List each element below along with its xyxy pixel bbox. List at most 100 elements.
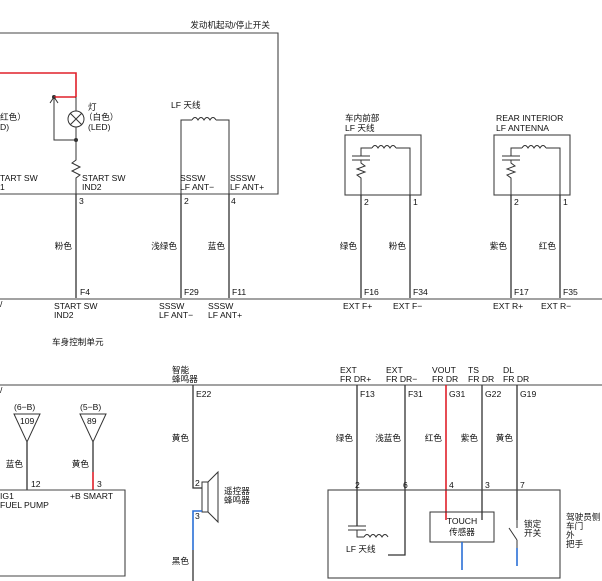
junction-triangle-icon	[79, 413, 107, 444]
lamp-led	[67, 97, 85, 140]
connector-id: F13	[360, 389, 375, 399]
pin-number: 2	[355, 480, 360, 490]
bcu-pin-name: LF ANT−	[159, 310, 193, 320]
bcu-pin-name: EXT F−	[393, 301, 422, 311]
lf-ant-minus-label2: LF ANT−	[180, 182, 214, 192]
top-wires: 粉色 浅绿色 蓝色 绿色 粉色 紫色 红色 F4 F29 F11 F16 F34…	[55, 194, 578, 298]
front-interior-lf-antenna: 车内前部 LF 天线 2 1	[344, 112, 422, 207]
bcu-pin-name: VOUT	[432, 365, 457, 375]
junction-group: (6−B)	[14, 402, 35, 412]
connector-id: G31	[449, 389, 465, 399]
bcu-pin-name: EXT	[386, 365, 403, 375]
engine-start-stop-switch-module: 发动机起动/停止开关 红色） D) TART SW 1 灯 （白色） (LED)…	[0, 19, 279, 206]
module-box	[0, 32, 279, 195]
rear-interior-title2: LF ANTENNA	[496, 123, 549, 133]
junction-group: (5−B)	[80, 402, 101, 412]
ground-wire-color: 黑色	[172, 555, 190, 566]
wire-color: 黄色	[72, 458, 90, 469]
bcu-pin-name: IND2	[54, 310, 74, 320]
wire-color: 黄色	[172, 432, 190, 443]
pin-number: 6	[403, 480, 408, 490]
rear-interior-pin-right: 1	[563, 197, 568, 207]
resistor	[505, 160, 517, 195]
left-partial-line1: 红色）	[0, 111, 26, 122]
bcu-pin-name: SSSW	[208, 301, 234, 311]
side-label: 驾驶员侧	[566, 511, 600, 522]
remote-buzzer: E22 黄色 2 遥控器 蜂鸣器 3 黑色	[172, 385, 250, 581]
lower-left-module-box	[0, 489, 126, 577]
buzzer-conn-name2: 蜂鸣器	[172, 373, 198, 384]
bcu-pin-name: EXT R−	[541, 301, 571, 311]
touch-sensor-label1: TOUCH	[447, 516, 477, 526]
speaker-icon	[207, 470, 219, 524]
touch-sensor-label2: 传感器	[449, 526, 475, 537]
wire-color: 黄色	[496, 432, 514, 443]
pin-name: IG1	[0, 491, 14, 501]
bcu-pin-name: FR DR	[468, 374, 494, 384]
bcu-pin-name: TS	[468, 365, 479, 375]
coil-icon	[371, 145, 397, 149]
wire-color: 浅蓝色	[375, 432, 401, 443]
coil-icon	[521, 145, 547, 149]
wire-color: 浅绿色	[151, 240, 177, 251]
lamp-title: 灯	[88, 102, 97, 112]
connector-id: F31	[408, 389, 423, 399]
lamp-return-wire	[53, 97, 76, 141]
pin-number: 3	[485, 480, 490, 490]
pin-number: 4	[449, 480, 454, 490]
resistor	[70, 140, 82, 194]
driver-door-handle: F13 F31 G31 G22 G19 绿色 浅蓝色 红色 紫色 黄色 2 6 …	[327, 385, 600, 579]
start-sw-pin: 3	[79, 196, 84, 206]
red-supply-wire	[0, 72, 77, 97]
wire-color: 绿色	[340, 240, 358, 251]
buzzer-label2: 蜂鸣器	[224, 494, 250, 505]
connector-id: F4	[80, 287, 90, 297]
front-interior-title1: 车内前部	[345, 112, 380, 123]
lf-ant-minus-pin: 2	[184, 196, 189, 206]
left-partial-sw1: TART SW	[0, 173, 39, 183]
buzzer-pin-top: 2	[195, 478, 200, 488]
wire-color: 红色	[539, 240, 557, 251]
capacitor	[502, 155, 520, 161]
wire-color: 蓝色	[208, 240, 226, 251]
buzzer-label1: 遥控器	[224, 485, 250, 496]
wire-color: 紫色	[461, 432, 479, 443]
lf-antenna-label: LF 天线	[346, 543, 376, 554]
lamp-color: （白色）	[84, 111, 118, 122]
bcu-pin-name: FR DR−	[386, 374, 417, 384]
connector-id: F17	[514, 287, 529, 297]
left-partial-line2: D)	[0, 122, 9, 132]
pin-name: FUEL PUMP	[0, 500, 49, 510]
connector-id: F16	[364, 287, 379, 297]
wire-color: 红色	[425, 432, 443, 443]
lf-ant-minus-label1: SSSW	[180, 173, 206, 183]
wire-color: 粉色	[55, 240, 73, 251]
wire-color: 紫色	[490, 240, 508, 251]
lf-ant-plus-label1: SSSW	[230, 173, 256, 183]
wire-color: 绿色	[336, 432, 354, 443]
wire-color: 粉色	[389, 240, 407, 251]
lf-ant-plus-label2: LF ANT+	[230, 182, 264, 192]
buzzer-connector-id: E22	[196, 389, 212, 399]
side-label: 外	[566, 529, 575, 540]
lf-antenna-title: LF 天线	[171, 99, 201, 110]
start-sw-label1: START SW	[82, 173, 126, 183]
junction-connectors: (6−B) 109 (5−B) 89 蓝色 黄色 12 3 IG1 FUEL P…	[0, 402, 126, 577]
rear-interior-title1: REAR INTERIOR	[496, 113, 563, 123]
front-interior-pin-left: 2	[364, 197, 369, 207]
diode-arrow	[49, 96, 59, 104]
start-sw-label2: IND2	[82, 182, 102, 192]
junction-number: 109	[20, 416, 35, 426]
bcu-pin-name: FR DR	[503, 374, 529, 384]
pin-number: 7	[520, 480, 525, 490]
lock-switch-label2: 开关	[524, 527, 542, 538]
door-handle-box	[327, 489, 561, 579]
left-partial-sw2: 1	[0, 182, 5, 192]
capacitor	[352, 155, 370, 161]
junction-number: 89	[87, 416, 97, 426]
bcu-pin-name: FR DR	[432, 374, 458, 384]
buzzer-body	[201, 481, 209, 513]
connector-id: F35	[563, 287, 578, 297]
bcu-pin-name: LF ANT+	[208, 310, 242, 320]
front-interior-pin-right: 1	[413, 197, 418, 207]
